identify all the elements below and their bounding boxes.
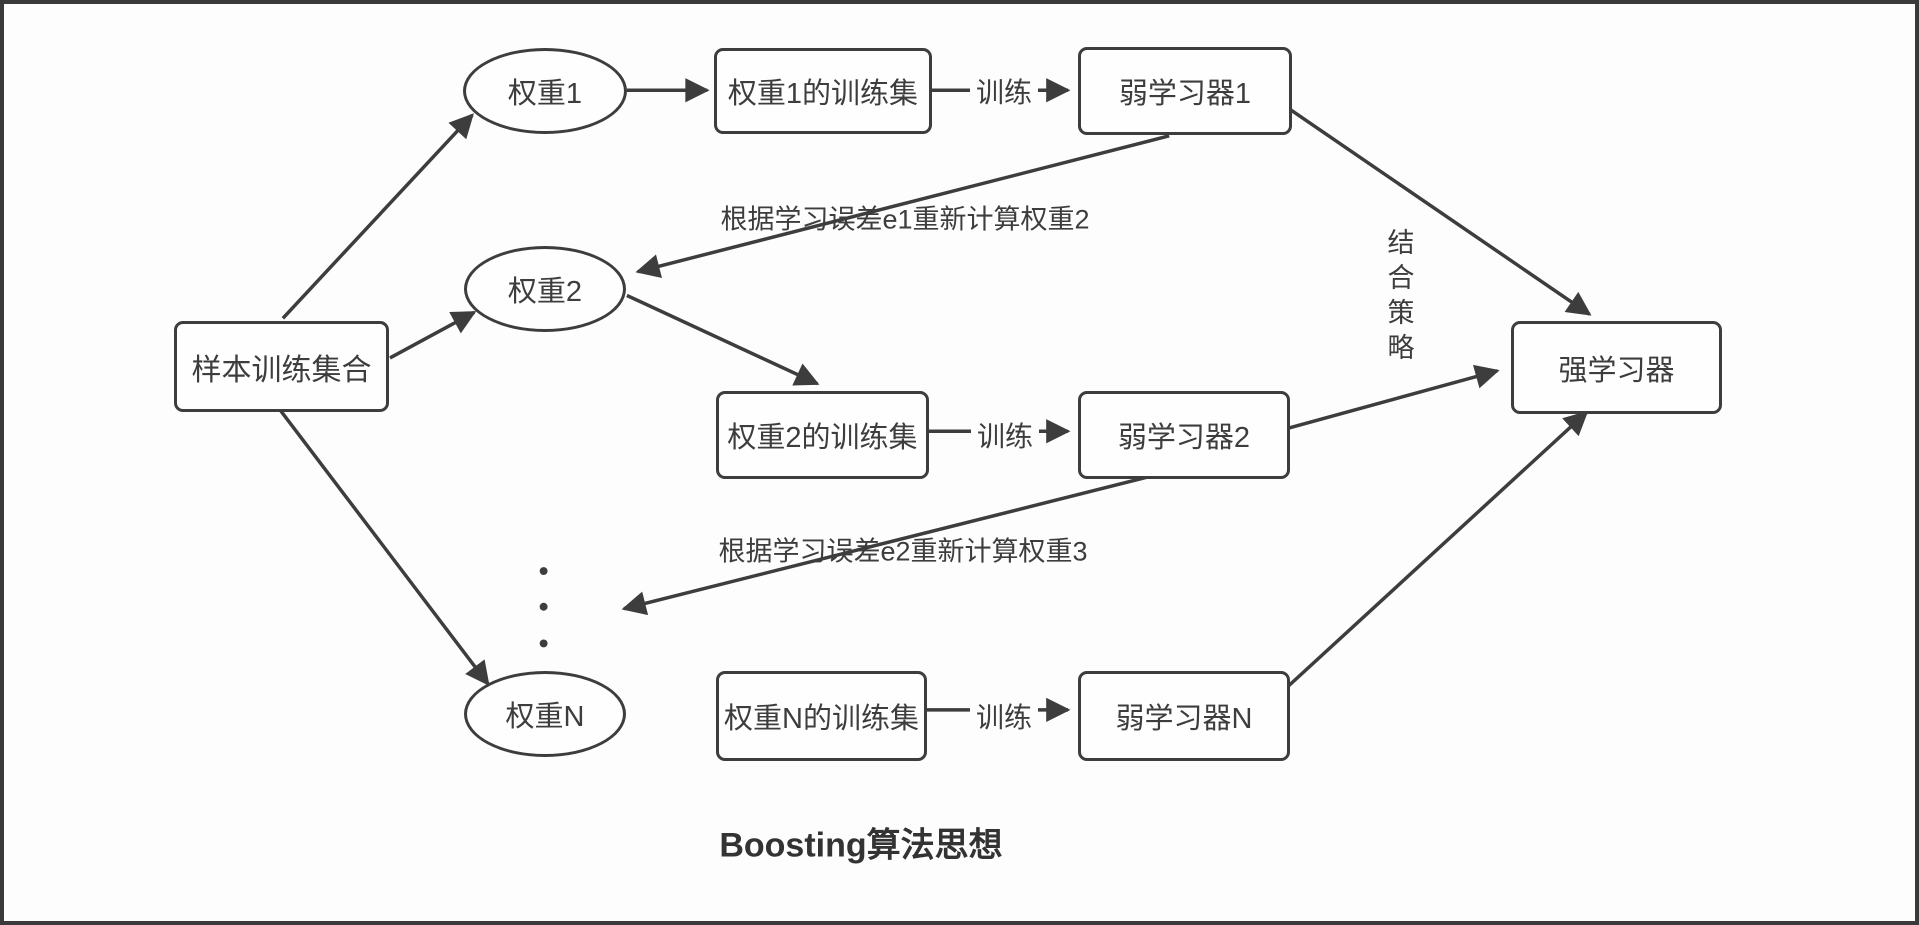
node-weak-learner-1: 弱学习器1	[1078, 47, 1292, 135]
edge-label-train-1: 训练	[969, 71, 1039, 111]
arrow-weight2-to-trainset2	[626, 293, 820, 386]
node-weight-n: 权重N	[464, 671, 626, 757]
node-weight-1: 权重1	[463, 48, 627, 134]
diagram-edges	[277, 78, 1592, 722]
node-trainset-n: 权重N的训练集	[716, 671, 927, 761]
edge-label-train-2: 训练	[970, 415, 1040, 455]
arrow-sample_set-to-weight1	[281, 113, 474, 320]
node-weak-learner-2: 弱学习器2	[1078, 391, 1290, 479]
node-sample-training-set: 样本训练集合	[174, 321, 389, 412]
edge-label-train-3: 训练	[969, 696, 1039, 736]
arrow-sample_set-to-weightN	[277, 407, 490, 687]
edge-label-recalc-weight-2: 根据学习误差e1重新计算权重2	[720, 204, 1090, 235]
node-weak-learner-n: 弱学习器N	[1078, 671, 1290, 761]
ellipsis-dot	[539, 602, 548, 611]
arrow-sample_set-to-weight2	[389, 310, 477, 360]
arrow-layer	[277, 78, 1592, 722]
node-trainset-2: 权重2的训练集	[716, 391, 929, 479]
node-strong-learner: 强学习器	[1511, 321, 1722, 414]
diagram-title: Boosting算法思想	[719, 826, 1003, 865]
arrow-weak2-to-ellipsis	[621, 475, 1149, 616]
ellipsis-dot	[539, 567, 548, 576]
edge-label-combine-strategy: 结合策略	[1387, 228, 1415, 363]
arrow-weak2-to-strong	[1283, 364, 1500, 431]
arrow-weakN-to-strong	[1283, 410, 1589, 691]
edge-label-recalc-weight-3: 根据学习误差e2重新计算权重3	[718, 536, 1088, 567]
ellipsis-dots	[539, 567, 548, 648]
node-weight-2: 权重2	[464, 246, 626, 332]
arrow-weak1-to-strong	[1284, 104, 1592, 316]
arrow-weak1-to-weight2	[635, 134, 1170, 279]
node-trainset-1: 权重1的训练集	[714, 48, 932, 134]
ellipsis-dot	[539, 639, 548, 648]
